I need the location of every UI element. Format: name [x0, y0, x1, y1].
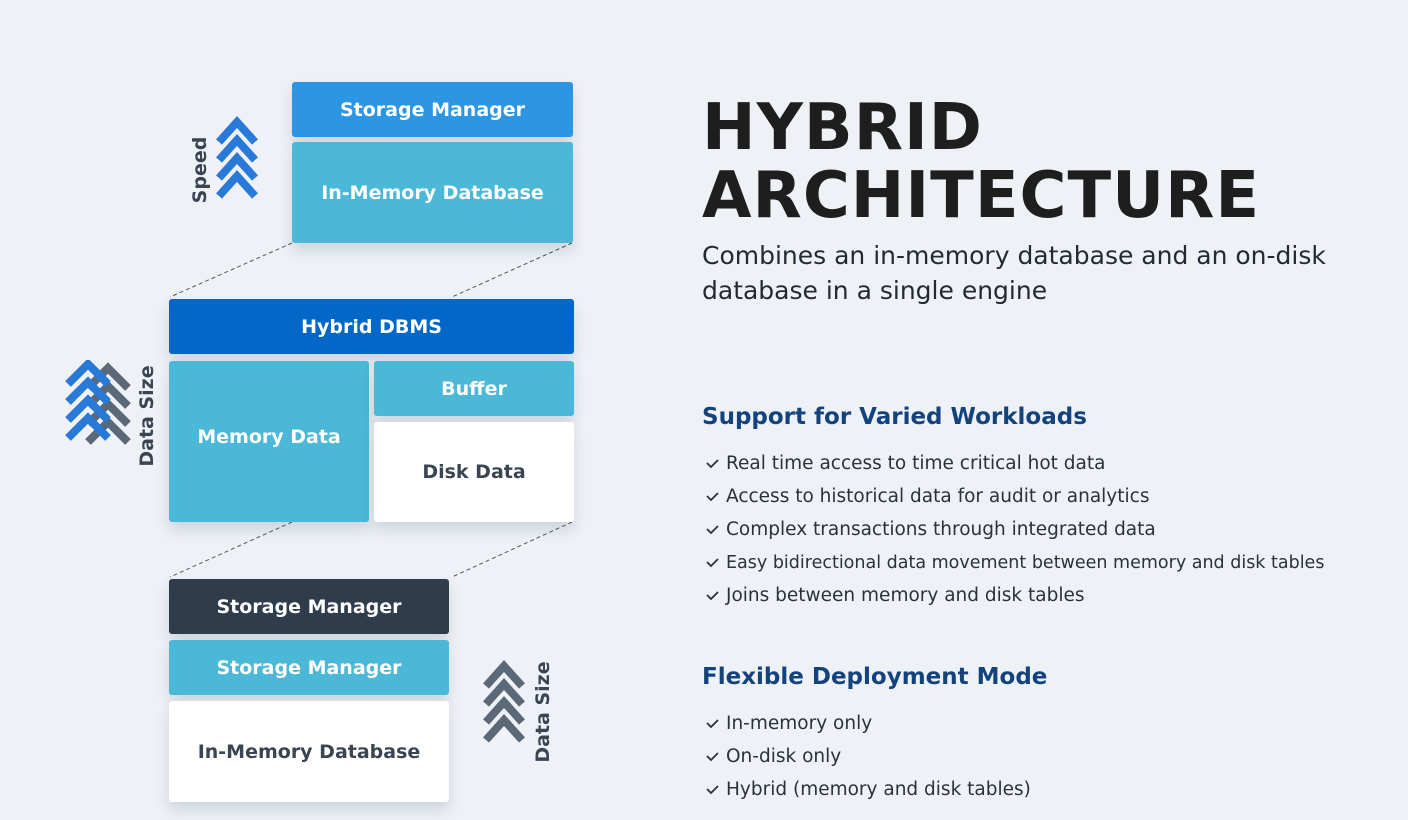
- disk-data-box: Disk Data: [374, 422, 574, 522]
- bottom-data-size-chevron-icon: [483, 660, 525, 743]
- buffer-box: Buffer: [374, 361, 574, 416]
- check-icon: [706, 784, 719, 794]
- page-title: HYBRID ARCHITECTURE: [702, 94, 1382, 230]
- connector-lines: [169, 242, 573, 578]
- check-icon: [706, 751, 719, 761]
- list-item-text: Joins between memory and disk tables: [726, 585, 1085, 606]
- speed-label: Speed: [189, 136, 211, 204]
- list-item-text: In-memory only: [726, 713, 873, 734]
- bottom-storage-manager-dark-box: Storage Manager: [169, 579, 449, 634]
- title-line-1: HYBRID: [702, 91, 983, 165]
- list-item: Complex transactions through integrated …: [704, 513, 1324, 546]
- page-subtitle: Combines an in-memory database and an on…: [702, 241, 1326, 305]
- section-heading-workloads: Support for Varied Workloads: [702, 404, 1087, 430]
- check-icon: [706, 718, 719, 728]
- section-heading-deployment: Flexible Deployment Mode: [702, 664, 1048, 690]
- list-item-text: Hybrid (memory and disk tables): [726, 779, 1031, 800]
- connector-line-mid-left: [169, 521, 293, 578]
- top-in-memory-database-box: In-Memory Database: [292, 142, 573, 243]
- connector-line-top-left: [169, 242, 293, 298]
- list-item: Access to historical data for audit or a…: [704, 480, 1324, 513]
- connector-line-mid-right: [451, 521, 573, 578]
- deployment-list: In-memory only On-disk only Hybrid (memo…: [704, 707, 1031, 806]
- middle-data-size-chevron-icon: [65, 360, 131, 445]
- bottom-storage-manager-box: Storage Manager: [169, 640, 449, 695]
- list-item: Real time access to time critical hot da…: [704, 447, 1324, 480]
- list-item: Joins between memory and disk tables: [704, 579, 1324, 612]
- bottom-in-memory-database-box: In-Memory Database: [169, 701, 449, 802]
- check-icon: [706, 590, 719, 600]
- list-item-text: Easy bidirectional data movement between…: [726, 552, 1325, 573]
- connector-line-top-right: [451, 242, 573, 298]
- title-line-2: ARCHITECTURE: [702, 159, 1261, 233]
- list-item-text: Access to historical data for audit or a…: [726, 486, 1150, 507]
- list-item-text: Complex transactions through integrated …: [726, 519, 1156, 540]
- check-icon: [706, 557, 719, 567]
- list-item-text: Real time access to time critical hot da…: [726, 453, 1106, 474]
- middle-data-size-label: Data Size: [136, 365, 158, 467]
- list-item: On-disk only: [704, 740, 1031, 773]
- bottom-data-size-label: Data Size: [532, 661, 554, 763]
- check-icon: [706, 524, 719, 534]
- top-storage-manager-box: Storage Manager: [292, 82, 573, 137]
- speed-chevron-icon: [216, 116, 258, 199]
- memory-data-box: Memory Data: [169, 361, 369, 522]
- list-item: Hybrid (memory and disk tables): [704, 773, 1031, 806]
- check-icon: [706, 458, 719, 468]
- hybrid-dbms-box: Hybrid DBMS: [169, 299, 574, 354]
- workloads-list: Real time access to time critical hot da…: [704, 447, 1324, 612]
- check-icon: [706, 491, 719, 501]
- list-item: Easy bidirectional data movement between…: [704, 546, 1324, 579]
- list-item-text: On-disk only: [726, 746, 842, 767]
- list-item: In-memory only: [704, 707, 1031, 740]
